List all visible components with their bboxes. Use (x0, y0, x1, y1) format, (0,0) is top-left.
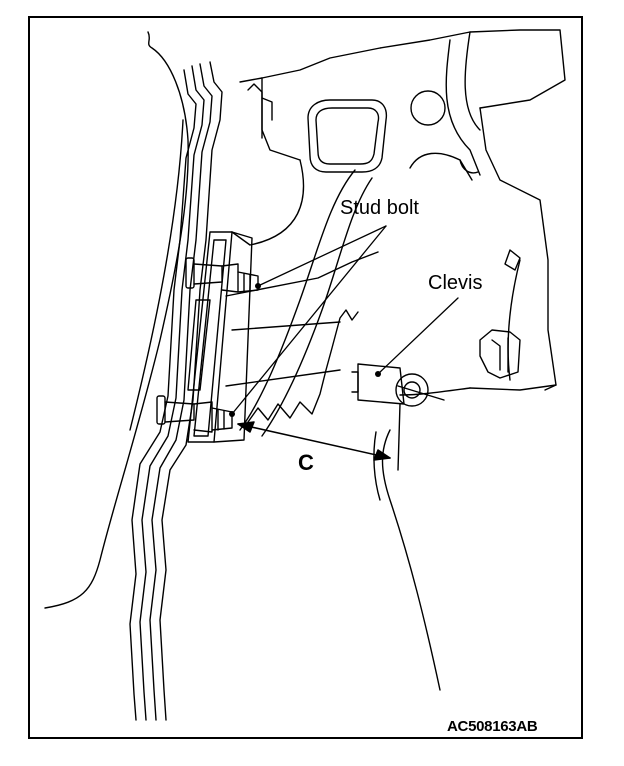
dash-panel (129, 61, 223, 721)
figure-frame (28, 16, 583, 739)
figure-code: AC508163AB (447, 718, 538, 735)
dimension-c-label: C (298, 450, 314, 475)
clevis-part (351, 363, 445, 471)
body-panel-outline (44, 31, 189, 609)
dimension-c-arrow (237, 421, 391, 461)
pedal-bracket (187, 231, 253, 443)
stud-bolt-label: Stud bolt (340, 197, 419, 219)
leader-lines (231, 225, 459, 415)
push-rod-boot (247, 309, 359, 423)
lower-stud-bolt (156, 395, 233, 433)
clevis-label: Clevis (428, 272, 483, 294)
pedal-support (231, 29, 566, 437)
